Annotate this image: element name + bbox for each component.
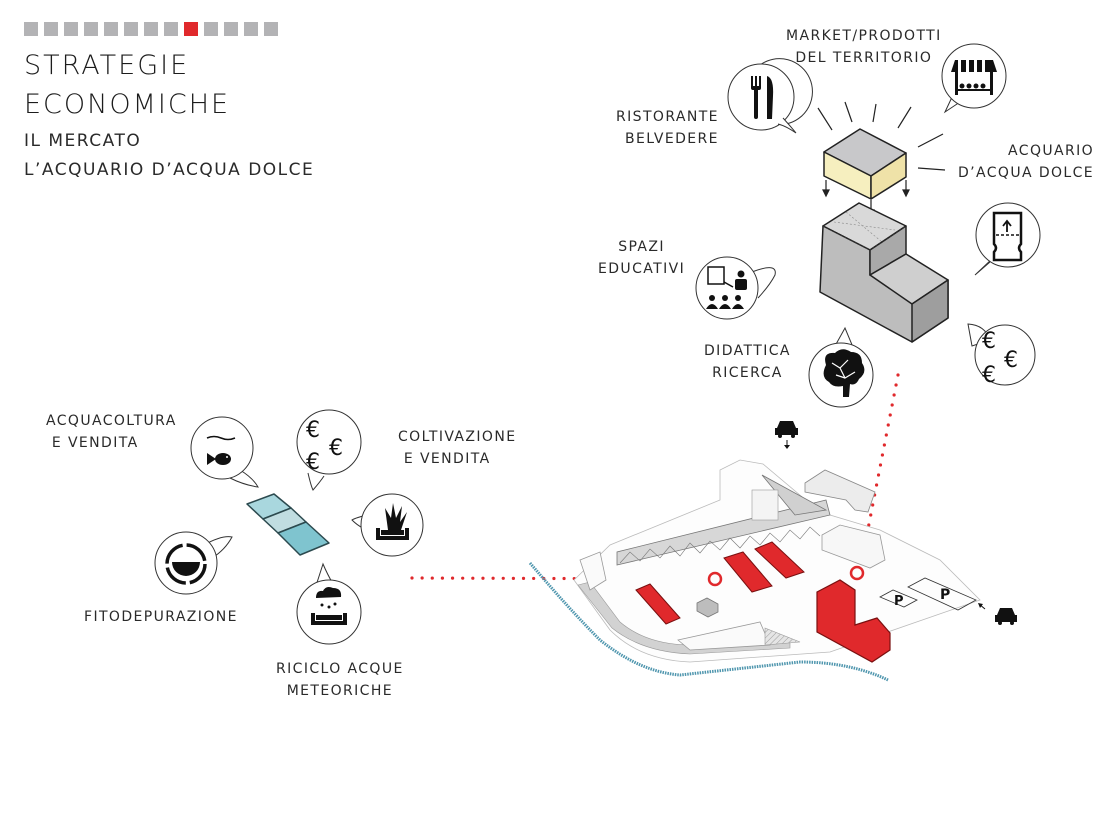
parking-sign-large: P <box>940 587 950 603</box>
leader-dot <box>871 503 875 507</box>
plant-basin-icon <box>376 503 409 540</box>
leader-dot <box>440 576 445 580</box>
aquaculture-bubble <box>190 416 259 488</box>
fork-knife-icon <box>751 76 774 119</box>
euro-icon: € € € <box>982 329 1018 388</box>
leader-dot <box>890 403 894 407</box>
leader-dot <box>501 576 505 580</box>
page-title-line-1: STRATEGIE <box>24 50 190 81</box>
leader-dot <box>430 576 434 580</box>
label-restaurant: RISTORANTE BELVEDERE <box>616 109 719 147</box>
progress-square <box>44 22 58 36</box>
page-title-line-2: ECONOMICHE <box>24 89 231 120</box>
highlight-rays <box>817 101 946 171</box>
leader-dot <box>420 576 424 580</box>
progress-square <box>64 22 78 36</box>
rain-basin-icon <box>311 587 347 625</box>
svg-text:€: € <box>306 418 320 443</box>
label-educational-spaces: SPAZI EDUCATIVI <box>598 239 686 277</box>
progress-square <box>264 22 278 36</box>
progress-square <box>244 22 258 36</box>
marker-market <box>707 571 723 587</box>
brain-icon <box>823 349 865 397</box>
market-volume-cube <box>823 128 907 200</box>
classroom-icon <box>706 266 747 309</box>
car-icon <box>775 421 798 449</box>
river <box>528 562 889 682</box>
leader-dot <box>892 393 896 397</box>
leader-dot <box>884 433 888 437</box>
market-bubble <box>941 43 1007 114</box>
marker-aquarium <box>849 565 865 581</box>
leader-dot <box>410 576 414 580</box>
fish-icon <box>206 435 236 465</box>
leader-dot <box>896 373 900 377</box>
label-aquaculture: ACQUACOLTURA E VENDITA <box>46 413 177 451</box>
leader-dot <box>867 523 871 527</box>
site-plan: P P <box>528 459 981 682</box>
ticket-icon <box>992 211 1023 262</box>
subtitle-market: IL MERCATO <box>24 131 142 151</box>
label-rainwater-recycling: RICICLO ACQUE METEORICHE <box>276 661 404 699</box>
progress-square <box>164 22 178 36</box>
leader-dot <box>874 483 879 487</box>
leader-dot <box>471 576 475 580</box>
progress-square <box>24 22 38 36</box>
leader-dot <box>888 413 892 417</box>
label-phytodepuration: FITODEPURAZIONE <box>84 609 238 625</box>
leader-line-aquarium <box>859 373 900 567</box>
svg-text:€: € <box>329 436 343 461</box>
progress-square-active <box>184 22 198 36</box>
leader-dot <box>461 576 465 580</box>
leader-dot <box>521 576 526 580</box>
progress-square <box>144 22 158 36</box>
phytodepuration-bubble <box>154 531 233 595</box>
leader-dot <box>894 383 898 387</box>
leader-dot <box>532 576 536 581</box>
leader-dot <box>511 576 515 580</box>
education-bubble <box>695 256 776 320</box>
svg-text:€: € <box>306 450 320 475</box>
svg-text:€: € <box>982 363 996 388</box>
cultivation-bubble <box>351 493 424 557</box>
water-cycle-icon <box>165 543 207 585</box>
label-cultivation: COLTIVAZIONE E VENDITA <box>398 429 517 467</box>
ticket-bubble <box>974 202 1041 276</box>
svg-text:€: € <box>982 329 996 354</box>
progress-square <box>124 22 138 36</box>
progress-square <box>84 22 98 36</box>
leader-dot <box>869 513 873 517</box>
label-market-products: MARKET/PRODOTTI DEL TERRITORIO <box>786 28 942 66</box>
revenue-bubble-aquarium: € € € <box>967 323 1036 388</box>
progress-square <box>224 22 238 36</box>
leader-dot <box>886 423 890 427</box>
progress-square <box>104 22 118 36</box>
leader-dot <box>882 443 886 447</box>
research-bubble <box>808 326 874 408</box>
section-progress-indicator <box>24 22 278 36</box>
leader-dot <box>552 576 556 581</box>
parking-sign-small: P <box>894 594 904 609</box>
leader-dot <box>450 576 455 580</box>
leader-dot <box>481 576 485 580</box>
leader-dot <box>491 576 495 580</box>
aquaculture-tanks <box>246 493 330 556</box>
rainwater-bubble <box>296 562 362 645</box>
label-teaching-research: DIDATTICA RICERCA <box>704 343 791 381</box>
leader-dot <box>878 463 883 467</box>
market-stall-icon <box>951 60 997 95</box>
label-aquarium: ACQUARIO D’ACQUA DOLCE <box>958 143 1095 181</box>
restaurant-bubble <box>727 58 813 134</box>
progress-square <box>204 22 218 36</box>
subtitle-aquarium: L’ACQUARIO D’ACQUA DOLCE <box>24 160 315 180</box>
leader-dot <box>562 576 566 581</box>
revenue-bubble-market: € € € <box>296 409 362 491</box>
leader-dot <box>876 473 881 477</box>
car-icon <box>978 603 1017 625</box>
aquarium-building <box>819 202 949 343</box>
leader-dot <box>880 453 885 457</box>
euro-icon: € € € <box>306 418 343 475</box>
svg-text:€: € <box>1004 348 1018 373</box>
